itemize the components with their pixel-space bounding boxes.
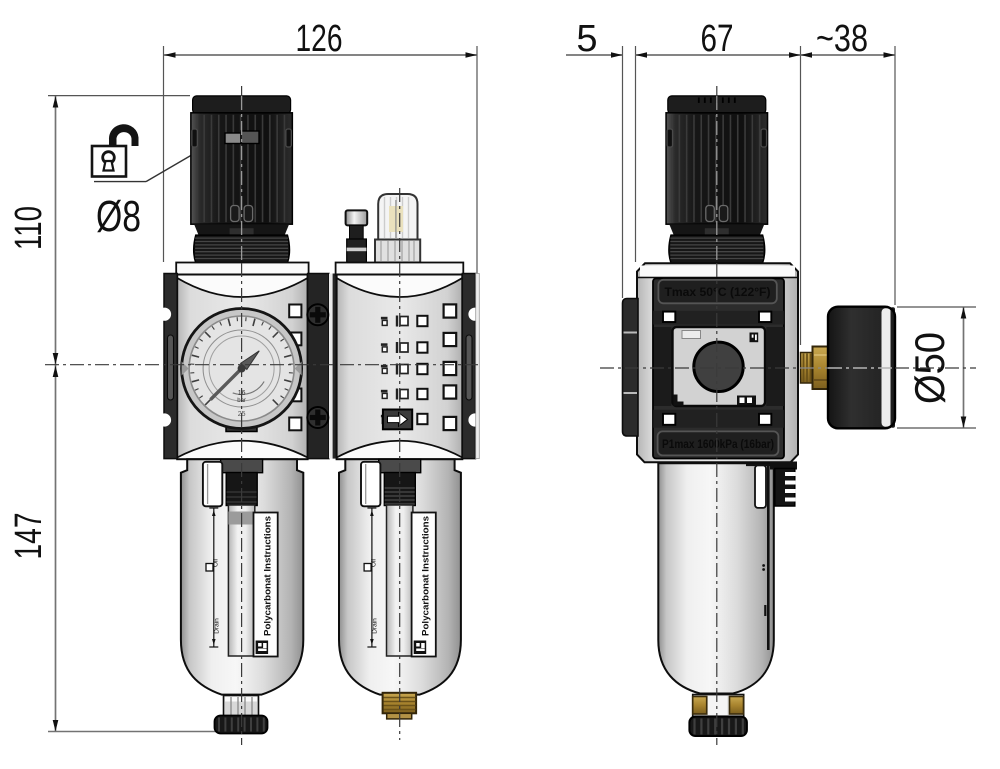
svg-text:P1max 1600kPa (16bar): P1max 1600kPa (16bar) xyxy=(662,437,774,451)
svg-text:Polycarbonat Instructions: Polycarbonat Instructions xyxy=(421,516,431,636)
svg-text:110: 110 xyxy=(8,206,50,250)
svg-text:126: 126 xyxy=(296,18,343,60)
svg-text:Polycarbonat Instructions: Polycarbonat Instructions xyxy=(263,516,273,636)
svg-text:Oil: Oil xyxy=(370,558,377,567)
svg-text:5: 5 xyxy=(576,18,597,60)
svg-text:67: 67 xyxy=(701,18,734,60)
svg-text:Drain: Drain xyxy=(213,618,220,634)
svg-text:Tmax 50°C (122°F): Tmax 50°C (122°F) xyxy=(665,285,771,299)
svg-text:Drain: Drain xyxy=(371,618,378,634)
svg-text:Oil: Oil xyxy=(212,558,219,567)
svg-text:~38: ~38 xyxy=(816,18,868,60)
svg-text:147: 147 xyxy=(8,513,50,560)
svg-text:Ø8: Ø8 xyxy=(96,192,141,241)
